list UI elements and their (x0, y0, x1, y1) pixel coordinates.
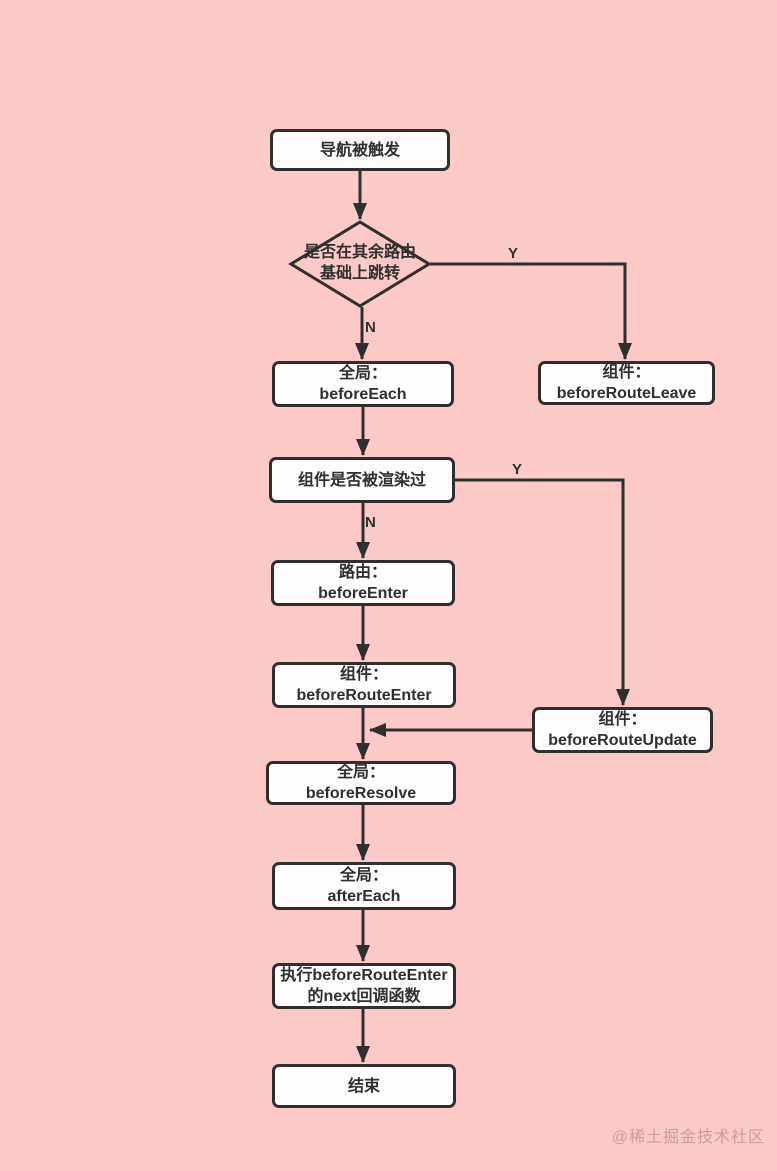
node-exec-next-callback-line1: 执行beforeRouteEnter (280, 967, 448, 984)
decision2-no-label: N (365, 514, 376, 531)
node-route-beforeEnter-line1: 路由： (338, 564, 387, 581)
decision2-yes-label: Y (512, 461, 523, 478)
node-component-rendered-label: 组件是否被渲染过 (297, 471, 426, 489)
node-component-rendered-question: 组件是否被渲染过 (269, 457, 455, 503)
node-component-beforeRouteLeave-line2: beforeRouteLeave (556, 385, 697, 402)
node-global-beforeResolve-line2: beforeResolve (305, 785, 417, 802)
decision1-yes-label: Y (508, 245, 519, 262)
node-global-beforeResolve: 全局： beforeResolve (266, 761, 456, 805)
node-end: 结束 (272, 1064, 456, 1108)
node-component-beforeRouteUpdate: 组件： beforeRouteUpdate (532, 707, 713, 753)
node-route-beforeEnter-line2: beforeEnter (318, 585, 408, 602)
node-global-beforeEach-line2: beforeEach (319, 386, 407, 403)
node-exec-next-callback-line2: 的next回调函数 (307, 988, 421, 1005)
node-component-beforeRouteEnter-line2: beforeRouteEnter (296, 687, 432, 704)
node-global-afterEach-line1: 全局： (339, 867, 388, 884)
edge-decision1-yes-to-beforeRouteLeave (430, 262, 632, 360)
node-global-beforeEach: 全局： beforeEach (272, 361, 454, 407)
node-global-afterEach: 全局： afterEach (272, 862, 456, 910)
node-start: 导航被触发 (270, 129, 450, 171)
node-component-beforeRouteUpdate-line1: 组件： (598, 711, 647, 728)
node-global-afterEach-line2: afterEach (327, 888, 401, 905)
node-component-beforeRouteUpdate-line2: beforeRouteUpdate (548, 732, 697, 749)
node-global-beforeEach-line1: 全局： (338, 365, 387, 382)
watermark: @稀土掘金技术社区 (611, 1129, 765, 1146)
decision1-no-label: N (365, 319, 376, 336)
node-component-beforeRouteEnter: 组件： beforeRouteEnter (272, 662, 456, 708)
node-start-label: 导航被触发 (319, 141, 400, 159)
node-component-beforeRouteLeave-line1: 组件： (602, 364, 651, 381)
node-route-beforeEnter: 路由： beforeEnter (271, 560, 455, 606)
node-component-beforeRouteEnter-line1: 组件： (339, 666, 388, 683)
decision1-label: 是否在其余路由 基础上跳转 (278, 242, 442, 284)
node-end-label: 结束 (347, 1077, 380, 1095)
node-component-beforeRouteLeave: 组件： beforeRouteLeave (538, 361, 715, 405)
node-global-beforeResolve-line1: 全局： (336, 764, 385, 781)
node-exec-next-callback: 执行beforeRouteEnter 的next回调函数 (272, 963, 456, 1009)
decision1-label-line1: 是否在其余路由 (303, 244, 416, 261)
decision1-label-line2: 基础上跳转 (319, 265, 400, 282)
edge-rendered-yes-to-beforeRouteUpdate (455, 478, 630, 706)
